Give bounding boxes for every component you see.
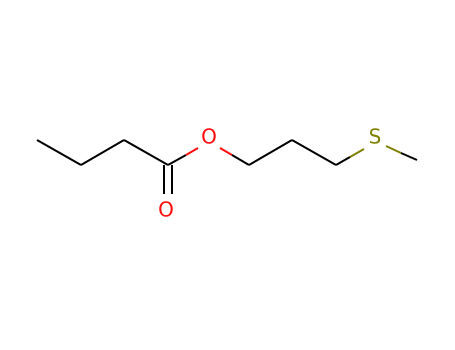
bond-c3-c4 [123,139,169,166]
bond-oester-c5-a [219,147,233,156]
sulfur-label: S [369,125,382,149]
bond-s-c8-b [400,152,418,161]
bond-c6-c7 [291,139,337,166]
bond-c5-c6 [248,139,293,166]
bond-oester-c5-b [231,154,250,166]
bond-c7-s-b [349,148,365,158]
bond-s-c8-a [385,145,402,154]
bond-c7-s-a [335,156,351,166]
bond-c4-oester-a [167,154,187,166]
bond-c4-oester-b [185,147,199,156]
bond-c1-c2 [36,139,82,166]
bond-c2-c3 [80,139,125,166]
carbonyl-oxygen-label: O [158,198,174,222]
ester-oxygen-label: O [201,125,217,149]
